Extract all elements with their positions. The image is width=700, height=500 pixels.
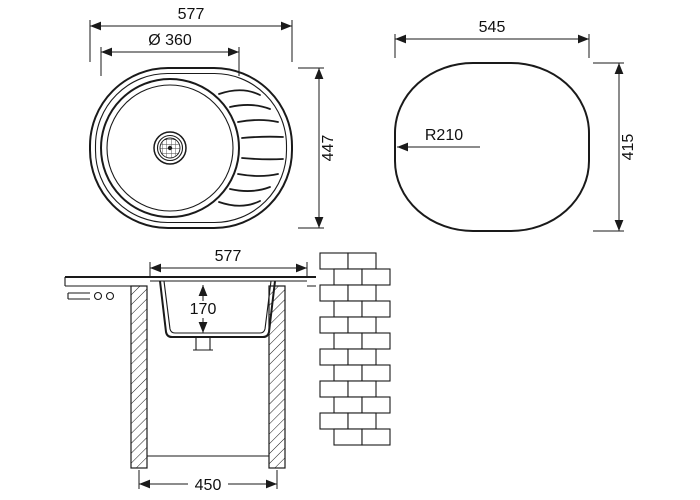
dim-label-cutout-depth: 415	[620, 134, 637, 161]
brick-wall	[319, 252, 391, 446]
dim-bowl-diameter: Ø 360	[100, 32, 240, 76]
brick	[347, 348, 377, 366]
drain-strainer	[153, 131, 187, 165]
brick	[361, 428, 391, 446]
dim-cutout-radius: R210	[397, 127, 480, 152]
bowl-section-inner	[163, 280, 272, 334]
drain-stub	[193, 337, 213, 351]
brick	[347, 412, 377, 430]
brick	[347, 380, 377, 398]
brick	[319, 284, 349, 302]
dim-cutout-width: 545	[394, 19, 590, 58]
dim-top-width: 577	[89, 6, 293, 62]
counter-bottom-line	[64, 277, 316, 287]
cabinet-side-right	[268, 285, 286, 469]
cabinet-side-left	[130, 285, 148, 469]
brick	[361, 364, 391, 382]
dim-label-bowl-diameter: Ø 360	[148, 32, 192, 49]
brick	[333, 428, 363, 446]
brick	[333, 268, 363, 286]
brick	[319, 348, 349, 366]
dim-top-depth: 447	[298, 67, 337, 229]
brick	[361, 332, 391, 350]
installation-section: 577 170 450	[64, 248, 391, 494]
dim-label-base-width: 450	[195, 477, 222, 494]
brick	[319, 380, 349, 398]
brick	[319, 316, 349, 334]
brick	[319, 412, 349, 430]
brick	[333, 300, 363, 318]
dim-label-top-depth: 447	[320, 135, 337, 162]
dim-section-width: 577	[149, 248, 308, 276]
brick	[361, 300, 391, 318]
brick	[361, 268, 391, 286]
dim-label-top-width: 577	[178, 6, 205, 23]
cutout-outline	[394, 62, 590, 232]
brick	[333, 332, 363, 350]
brick	[347, 284, 377, 302]
brick	[319, 252, 349, 270]
dim-bowl-depth: 170	[185, 285, 221, 333]
sink-top-view	[89, 67, 293, 229]
brick	[333, 396, 363, 414]
dim-label-cutout-radius: R210	[425, 127, 463, 144]
dim-label-cutout-width: 545	[479, 19, 506, 36]
brick	[361, 396, 391, 414]
sink-rim-inner-line	[94, 72, 288, 224]
bowl-section-outer	[159, 280, 276, 338]
mounting-clips	[67, 291, 115, 301]
cutout-view: R210 545 415	[394, 19, 637, 232]
label-background	[188, 476, 228, 493]
brick	[347, 252, 377, 270]
sink-outer-outline	[89, 67, 293, 229]
dim-base-width: 450	[138, 470, 278, 494]
bowl-outline	[100, 78, 240, 218]
dim-label-section-width: 577	[215, 248, 242, 265]
dim-label-bowl-depth: 170	[190, 301, 217, 318]
brick	[347, 316, 377, 334]
extension-lines	[100, 47, 240, 76]
brick	[333, 364, 363, 382]
bowl-bottom-line	[106, 84, 234, 212]
dim-cutout-depth: 415	[593, 62, 637, 232]
label-background	[185, 301, 221, 318]
drainboard-ribs	[218, 89, 284, 207]
extension-lines	[394, 34, 590, 58]
